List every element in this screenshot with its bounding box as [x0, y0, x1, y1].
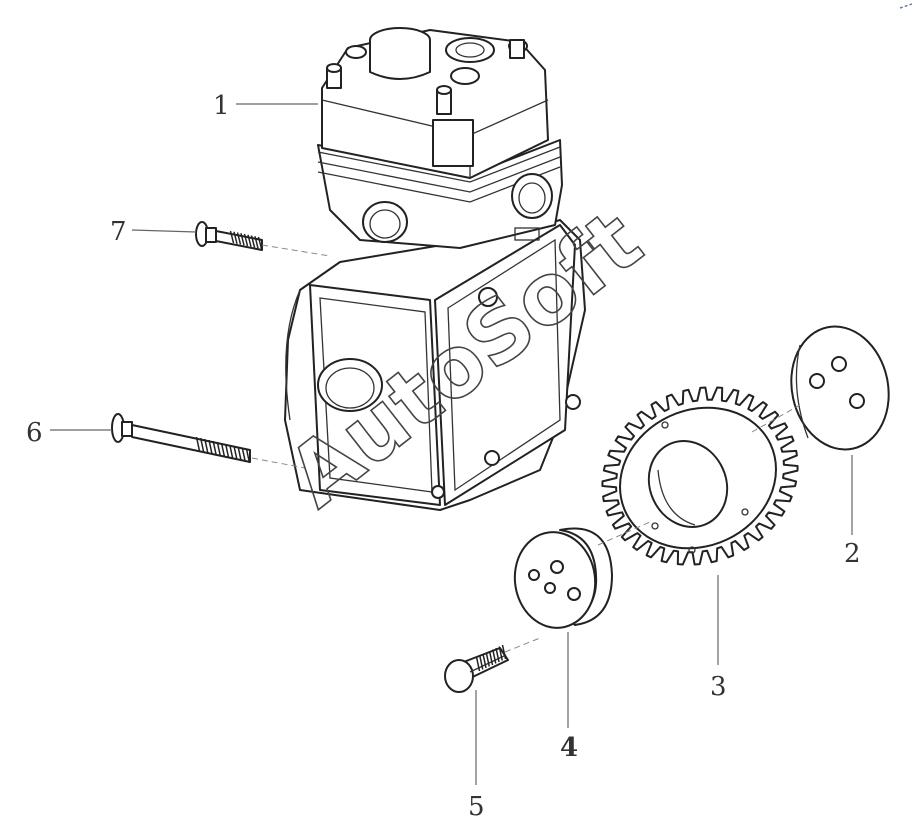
thread-line	[237, 446, 242, 462]
thread-line	[495, 647, 500, 663]
thread-line	[204, 438, 209, 454]
thread-line	[250, 235, 256, 248]
thread-line	[220, 442, 226, 458]
thread-line	[208, 439, 213, 455]
leader-lines	[50, 103, 853, 785]
thread-line	[195, 436, 201, 452]
hub-disc	[513, 527, 613, 629]
thread-line	[482, 653, 487, 669]
corner-mark	[899, 3, 913, 9]
thread-line	[224, 443, 230, 459]
compressor-assembly	[284, 27, 586, 511]
bolt-7	[195, 221, 263, 251]
callout-6: 6	[26, 418, 43, 448]
thread-line	[241, 447, 247, 463]
thread-line	[485, 652, 490, 667]
thread-line	[245, 448, 251, 464]
thread-line	[501, 644, 507, 660]
thread-line	[229, 444, 234, 460]
bolt-5	[444, 644, 509, 693]
thread-line	[216, 441, 222, 457]
thread-line	[243, 233, 249, 247]
callout-labels: 1 2 3 4 5 6 7	[26, 91, 861, 822]
callout-1: 1	[213, 91, 230, 121]
long-bolt-6	[111, 413, 251, 464]
thread-line	[229, 230, 235, 244]
thread-line	[254, 236, 259, 249]
callout-7: 7	[110, 217, 127, 247]
thread-line	[479, 655, 484, 670]
thread-line	[475, 656, 481, 672]
thread-line	[212, 440, 217, 456]
cover-disc	[790, 325, 890, 451]
callout-3: 3	[710, 672, 727, 702]
thread-line	[199, 437, 205, 453]
callout-2: 2	[844, 539, 861, 569]
callout-5: 5	[468, 792, 485, 822]
thread-line	[247, 234, 252, 247]
callout-4: 4	[560, 733, 578, 763]
thread-line	[240, 233, 245, 246]
thread-line	[233, 231, 238, 244]
thread-line	[488, 650, 494, 666]
gear	[601, 386, 799, 566]
thread-line	[236, 232, 242, 245]
assembly-lines	[251, 244, 801, 653]
thread-line	[257, 236, 263, 250]
thread-line	[492, 649, 497, 664]
thread-line	[498, 646, 503, 661]
thread-line	[233, 445, 238, 461]
